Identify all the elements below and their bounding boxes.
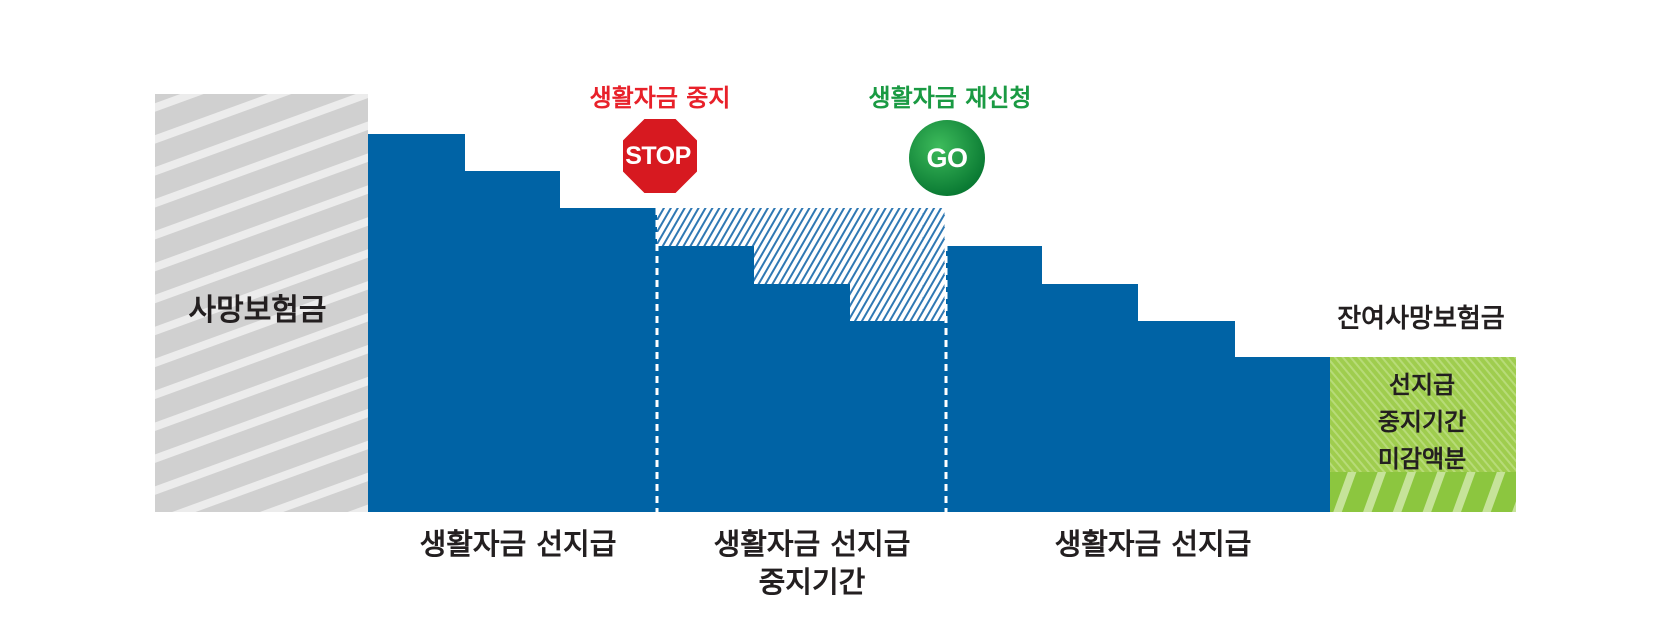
stop-sign-text: STOP bbox=[625, 142, 691, 170]
death-insurance-label: 사망보험금 bbox=[188, 293, 327, 328]
suspended-block bbox=[657, 246, 946, 512]
unpaid-portion-label: 선지급 중지기간 미감액분 bbox=[1328, 367, 1516, 478]
go-event-label: 생활자금 재신청 bbox=[868, 84, 1032, 112]
suspended-line-2: 중지기간 bbox=[758, 565, 866, 599]
unpaid-green-block bbox=[1330, 357, 1516, 472]
suspended-line-1: 생활자금 선지급 bbox=[713, 527, 911, 561]
advance-block-2 bbox=[946, 246, 1330, 512]
stop-event-label: 생활자금 중지 bbox=[589, 84, 731, 112]
unpaid-line-3: 미감액분 bbox=[1377, 445, 1467, 473]
unpaid-line-1: 선지급 bbox=[1388, 371, 1456, 399]
death-insurance-block bbox=[155, 94, 368, 512]
remaining-death-insurance-label: 잔여사망보험금 bbox=[1337, 304, 1505, 334]
advance-2-text: 생활자금 선지급 bbox=[1054, 527, 1252, 561]
stop-sign-icon bbox=[621, 117, 699, 195]
go-sign-text: GO bbox=[926, 143, 968, 173]
go-sign-icon bbox=[909, 120, 985, 196]
suspended-period-label: 생활자금 선지급 중지기간 bbox=[662, 525, 962, 601]
advance-period-2-label: 생활자금 선지급 bbox=[1003, 525, 1303, 563]
advance-period-1-label: 생활자금 선지급 bbox=[368, 525, 668, 563]
advance-block-1 bbox=[368, 134, 657, 512]
suspended-hatch bbox=[657, 208, 946, 321]
unpaid-line-2: 중지기간 bbox=[1377, 408, 1467, 436]
unpaid-green-base bbox=[1330, 472, 1516, 512]
advance-1-text: 생활자금 선지급 bbox=[419, 527, 617, 561]
